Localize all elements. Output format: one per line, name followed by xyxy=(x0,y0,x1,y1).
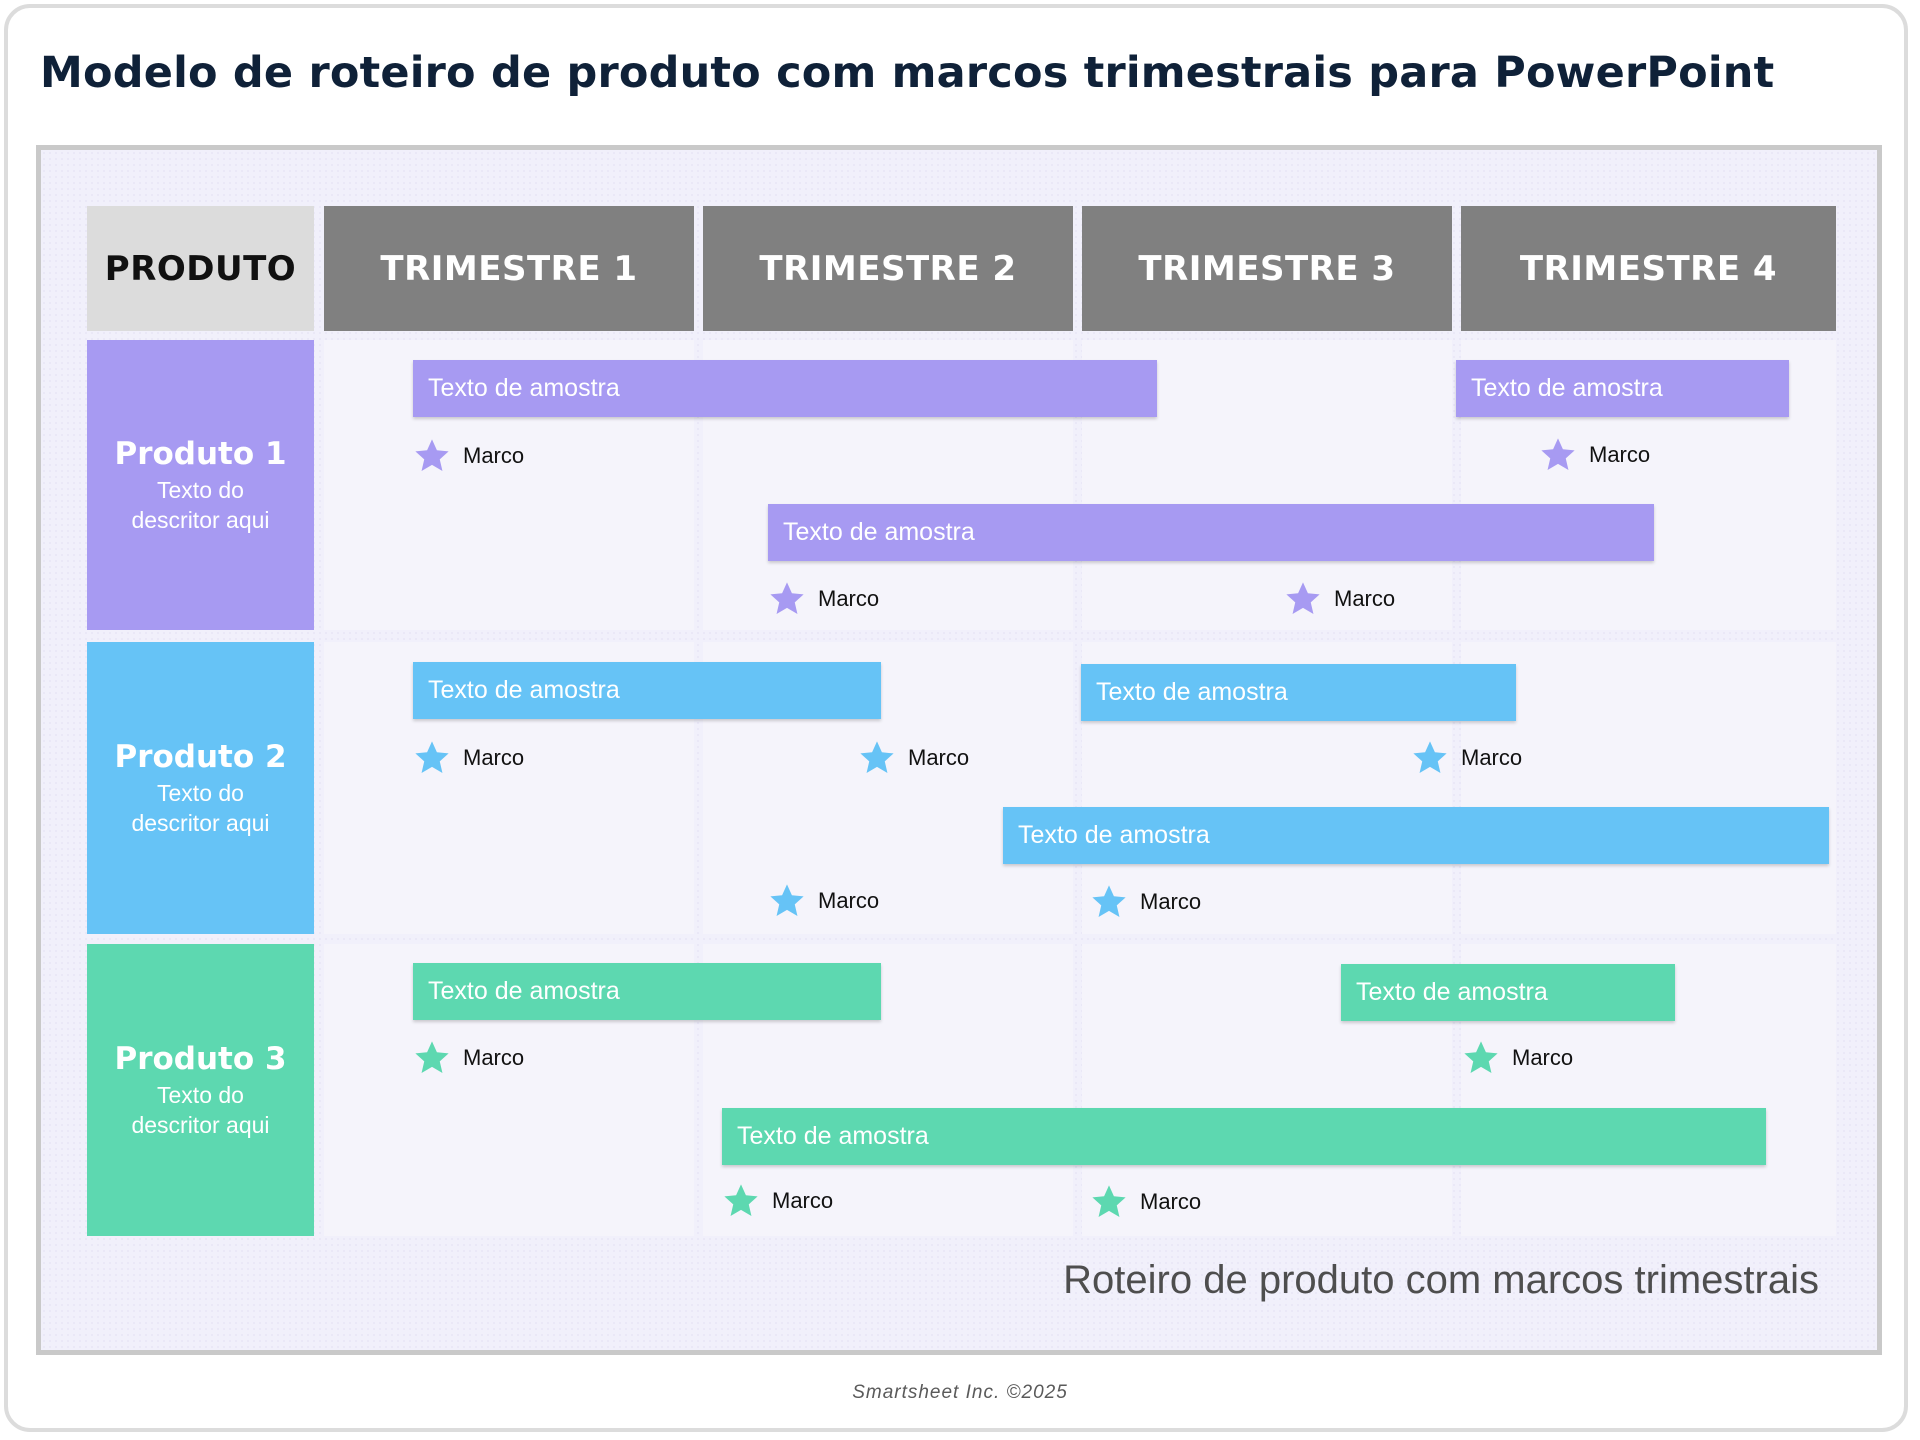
milestone-label: Marco xyxy=(818,888,880,913)
timeline-bar[interactable]: Texto de amostra xyxy=(768,504,1654,561)
milestone[interactable]: Marco xyxy=(413,736,524,780)
copyright-text: Smartsheet Inc. ©2025 xyxy=(852,1382,1068,1403)
milestone-label: Marco xyxy=(463,443,525,468)
milestone-label: Marco xyxy=(1140,1189,1202,1214)
milestone[interactable]: Marco xyxy=(1284,577,1395,621)
milestone-label: Marco xyxy=(772,1188,834,1213)
milestone[interactable]: Marco xyxy=(722,1179,833,1223)
product-name: Produto 2 xyxy=(114,739,287,775)
timeline-bar[interactable]: Texto de amostra xyxy=(1081,664,1516,721)
product-3-label: Produto 3 Texto do descritor aqui xyxy=(87,944,314,1236)
star-icon xyxy=(1092,885,1126,918)
roadmap-slide: PRODUTO TRIMESTRE 1 TRIMESTRE 2 TRIMESTR… xyxy=(36,145,1882,1355)
milestone[interactable]: Marco xyxy=(768,879,879,923)
milestone-label: Marco xyxy=(463,1045,525,1070)
timeline-bar[interactable]: Texto de amostra xyxy=(1003,807,1829,864)
star-icon xyxy=(415,741,449,774)
milestone-label: Marco xyxy=(818,586,880,611)
milestone[interactable]: Marco xyxy=(1090,1180,1201,1224)
milestone-label: Marco xyxy=(1140,889,1202,914)
product-1-label: Produto 1 Texto do descritor aqui xyxy=(87,340,314,630)
star-icon xyxy=(724,1184,758,1217)
milestone-label: Marco xyxy=(1334,586,1396,611)
star-icon xyxy=(770,884,804,917)
timeline-bar[interactable]: Texto de amostra xyxy=(722,1108,1766,1165)
milestone-label: Marco xyxy=(1512,1045,1574,1070)
grid-cell xyxy=(1461,642,1836,934)
milestone[interactable]: Marco xyxy=(768,577,879,621)
star-icon xyxy=(860,741,894,774)
timeline-bar[interactable]: Texto de amostra xyxy=(1341,964,1675,1021)
star-icon xyxy=(415,439,449,472)
header-quarter-4: TRIMESTRE 4 xyxy=(1461,206,1836,331)
header-quarter-2: TRIMESTRE 2 xyxy=(703,206,1073,331)
star-icon xyxy=(1541,438,1575,471)
milestone-label: Marco xyxy=(1589,442,1651,467)
star-icon xyxy=(1286,582,1320,615)
milestone[interactable]: Marco xyxy=(413,434,524,478)
product-descriptor: Texto do descritor aqui xyxy=(131,477,270,533)
milestone[interactable]: Marco xyxy=(1462,1036,1573,1080)
milestone[interactable]: Marco xyxy=(413,1036,524,1080)
timeline-bar[interactable]: Texto de amostra xyxy=(413,963,881,1020)
star-icon xyxy=(1092,1185,1126,1218)
product-2-label: Produto 2 Texto do descritor aqui xyxy=(87,642,314,934)
timeline-bar[interactable]: Texto de amostra xyxy=(1456,360,1789,417)
star-icon xyxy=(1464,1041,1498,1074)
product-name: Produto 3 xyxy=(114,1041,287,1077)
product-descriptor: Texto do descritor aqui xyxy=(131,1082,270,1138)
milestone-label: Marco xyxy=(1461,745,1523,770)
page-title: Modelo de roteiro de produto com marcos … xyxy=(40,48,1775,98)
slide-caption: Roteiro de produto com marcos trimestrai… xyxy=(1063,1258,1819,1302)
milestone[interactable]: Marco xyxy=(1539,433,1650,477)
product-name: Produto 1 xyxy=(114,436,287,472)
star-icon xyxy=(415,1041,449,1074)
header-quarter-3: TRIMESTRE 3 xyxy=(1082,206,1452,331)
milestone-label: Marco xyxy=(908,745,970,770)
product-descriptor: Texto do descritor aqui xyxy=(131,780,270,836)
timeline-bar[interactable]: Texto de amostra xyxy=(413,662,881,719)
star-icon xyxy=(770,582,804,615)
milestone[interactable]: Marco xyxy=(1411,736,1522,780)
milestone[interactable]: Marco xyxy=(858,736,969,780)
star-icon xyxy=(1413,741,1447,774)
header-product: PRODUTO xyxy=(87,206,314,331)
header-quarter-1: TRIMESTRE 1 xyxy=(324,206,694,331)
milestone-label: Marco xyxy=(463,745,525,770)
timeline-bar[interactable]: Texto de amostra xyxy=(413,360,1157,417)
milestone[interactable]: Marco xyxy=(1090,880,1201,924)
